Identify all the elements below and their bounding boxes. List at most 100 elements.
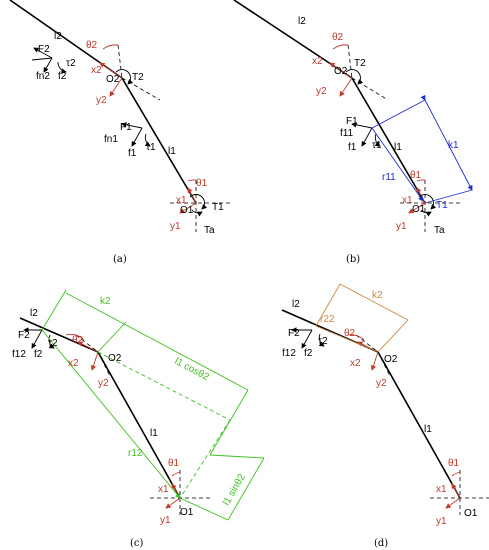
label-f2: F2 [38, 44, 50, 55]
label-f2: F2 [288, 328, 300, 339]
label-theta1: θ1 [196, 178, 208, 189]
label-y1: y1 [170, 221, 181, 232]
tau2-icon [57, 61, 67, 74]
label-x1: x1 [436, 484, 447, 495]
label-tau2: τ2 [66, 58, 76, 69]
label-y1: y1 [436, 516, 447, 527]
label-r22: r22 [320, 314, 335, 325]
link-2 [19, 317, 99, 353]
r12-vector [41, 329, 181, 499]
caption-b: (b) [346, 254, 360, 265]
label-tau2: τ2 [48, 338, 58, 349]
label-y2: y2 [376, 378, 387, 389]
label-f1: F1 [120, 122, 132, 133]
label-r11: r11 [382, 172, 396, 183]
link-1 [377, 351, 461, 499]
label-y1: y1 [396, 221, 407, 232]
label-tau2: τ2 [318, 336, 328, 347]
label-l1: l1 [168, 146, 176, 157]
label-y2: y2 [98, 378, 109, 389]
label-f2: f2 [34, 349, 43, 360]
label-f1: F1 [346, 116, 358, 127]
label-f2: F2 [18, 330, 30, 341]
label-fn2: f12 [12, 349, 26, 360]
label-l2: l2 [292, 299, 300, 310]
label-o1: O1 [180, 205, 194, 216]
label-o1: O1 [464, 508, 478, 519]
label-theta1: θ1 [410, 170, 422, 181]
panel-b: l2 θ2 x2 O2 T2 y2 F1 f11 f1 τ1 l1 k1 r11… [233, 0, 473, 265]
link-1 [351, 77, 426, 204]
label-f2: f2 [304, 348, 313, 359]
tau2-icon [48, 334, 55, 349]
link-1 [121, 77, 197, 204]
panel-d: l2 k2 r22 F2 f12 f2 τ2 θ2 O2 x2 y2 l1 θ1… [281, 283, 489, 549]
label-theta2: θ2 [344, 328, 356, 339]
label-r12: r12 [128, 448, 143, 459]
label-k1: k1 [448, 140, 459, 151]
tau1-icon [144, 133, 151, 147]
label-theta2: θ2 [72, 335, 84, 346]
label-o1: O1 [180, 507, 194, 518]
caption-d: (d) [374, 538, 388, 549]
label-t2: T2 [354, 58, 366, 69]
label-tau1: τ1 [146, 142, 156, 153]
label-fn2: fn2 [36, 71, 50, 82]
tau1-icon [374, 133, 381, 147]
label-o2: O2 [384, 354, 398, 365]
label-x1: x1 [402, 195, 413, 206]
label-t1: T1 [436, 200, 448, 211]
torque-Ta-icon [191, 209, 203, 217]
torque-T1-icon [189, 194, 208, 210]
torque-T2-icon [115, 69, 134, 85]
label-theta2: θ2 [86, 40, 98, 51]
label-l1sin: l1 sinθ2 [221, 472, 248, 508]
label-l1: l1 [424, 424, 432, 435]
label-ta: Ta [204, 225, 215, 236]
torque-T2-icon [345, 69, 364, 85]
label-y1: y1 [160, 515, 171, 526]
label-f1: f1 [348, 142, 357, 153]
torque-Ta-icon [420, 209, 432, 217]
panel-a: l2 θ2 F2 fn2 f2 τ2 x2 O2 T2 y2 F1 fn1 f1… [9, 0, 230, 265]
label-ta: Ta [434, 225, 445, 236]
label-l2: l2 [298, 16, 306, 27]
label-l1: l1 [394, 142, 402, 153]
link-1 [97, 351, 181, 499]
label-o1: O1 [412, 204, 426, 215]
caption-a: (a) [113, 254, 127, 265]
k1-dimension [420, 94, 473, 191]
caption-c: (c) [130, 538, 144, 549]
tau2-icon [318, 333, 325, 347]
label-fn1: fn1 [104, 134, 118, 145]
theta1-arc [187, 179, 197, 182]
label-k2: k2 [372, 290, 383, 301]
panel-c: l2 k2 l1 cosθ2 F2 f12 f2 τ2 θ2 O2 x2 y2 … [12, 289, 265, 549]
label-fn1: f11 [340, 128, 354, 139]
label-fn2: f12 [282, 348, 296, 359]
x2-axis [99, 62, 123, 79]
y2-axis [109, 77, 123, 97]
label-l1: l1 [150, 428, 158, 439]
label-theta2: θ2 [332, 32, 344, 43]
label-tau1: τ1 [372, 140, 382, 151]
label-x2: x2 [91, 65, 102, 76]
label-o2: O2 [106, 74, 120, 85]
label-k2: k2 [100, 296, 111, 307]
label-l2: l2 [54, 31, 62, 42]
label-x1: x1 [158, 484, 169, 495]
label-t2: T2 [132, 72, 144, 83]
label-o2: O2 [334, 66, 348, 77]
label-theta1: θ1 [168, 458, 180, 469]
label-theta1: θ1 [448, 458, 460, 469]
label-x1: x1 [176, 195, 187, 206]
label-f1: f1 [128, 148, 137, 159]
label-o2: O2 [108, 353, 122, 364]
label-t1: T1 [212, 202, 224, 213]
r22-vector [315, 325, 377, 352]
y1-axis [179, 202, 197, 214]
label-y2: y2 [316, 86, 327, 97]
theta2-arc [102, 44, 119, 50]
label-f2: f2 [58, 71, 67, 82]
